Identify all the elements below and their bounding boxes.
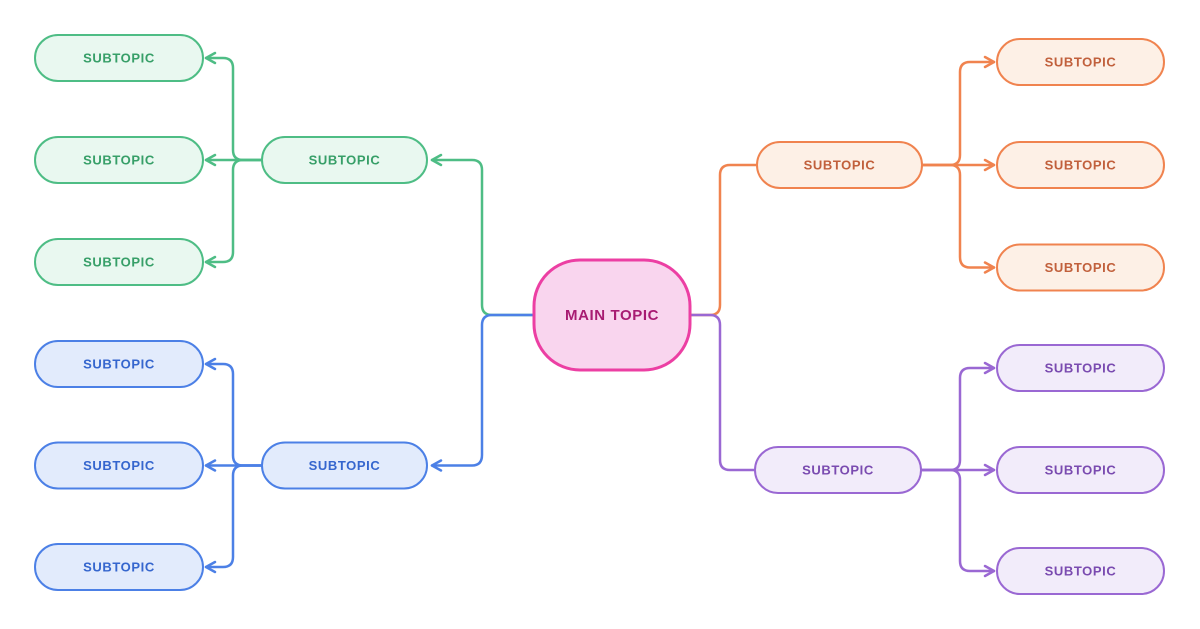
blue-child-node-1[interactable] <box>34 340 204 388</box>
green-branch-node[interactable] <box>261 136 428 184</box>
orange-child-label-1: SUBTOPIC <box>1045 55 1117 70</box>
purple-child-node-3[interactable] <box>996 547 1165 595</box>
edge-green-to-child-3 <box>204 158 264 269</box>
orange-child-node-3[interactable] <box>996 243 1165 292</box>
edge-orange-to-child-1 <box>920 55 996 167</box>
purple-child-label-1: SUBTOPIC <box>1045 361 1117 376</box>
blue-child-label-3: SUBTOPIC <box>83 560 155 575</box>
blue-branch-node[interactable] <box>261 441 428 490</box>
orange-child-node-1[interactable] <box>996 38 1165 86</box>
orange-child-label-2: SUBTOPIC <box>1045 158 1117 173</box>
green-branch-label: SUBTOPIC <box>309 153 381 168</box>
purple-child-node-1[interactable] <box>996 344 1165 392</box>
blue-child-node-3[interactable] <box>34 543 204 591</box>
orange-branch-node[interactable] <box>756 141 923 189</box>
purple-branch-label: SUBTOPIC <box>802 463 874 478</box>
green-child-label-2: SUBTOPIC <box>83 153 155 168</box>
purple-child-node-2[interactable] <box>996 446 1165 494</box>
purple-child-label-3: SUBTOPIC <box>1045 564 1117 579</box>
main-topic-label: MAIN TOPIC <box>565 307 659 324</box>
edge-main-to-blue-branch <box>430 313 536 472</box>
edge-blue-to-child-1 <box>204 357 264 467</box>
green-child-label-3: SUBTOPIC <box>83 255 155 270</box>
orange-branch-label: SUBTOPIC <box>804 158 876 173</box>
blue-child-label-2: SUBTOPIC <box>83 458 155 473</box>
edge-main-to-orange-branch <box>688 163 759 317</box>
orange-child-node-2[interactable] <box>996 141 1165 189</box>
edge-main-to-purple-branch <box>688 313 757 472</box>
purple-child-label-2: SUBTOPIC <box>1045 463 1117 478</box>
green-child-node-3[interactable] <box>34 238 204 286</box>
edge-green-to-child-1 <box>204 51 264 162</box>
blue-child-node-2[interactable] <box>34 441 204 490</box>
edge-blue-to-child-3 <box>204 464 264 574</box>
green-child-node-1[interactable] <box>34 34 204 82</box>
edge-purple-to-child-3 <box>919 468 996 578</box>
main-topic-node[interactable] <box>532 258 692 372</box>
orange-child-label-3: SUBTOPIC <box>1045 260 1117 275</box>
edge-orange-to-child-3 <box>920 163 996 274</box>
blue-branch-label: SUBTOPIC <box>309 458 381 473</box>
green-child-label-1: SUBTOPIC <box>83 51 155 66</box>
green-child-node-2[interactable] <box>34 136 204 184</box>
purple-branch-node[interactable] <box>754 446 922 494</box>
edge-purple-to-child-1 <box>919 361 996 472</box>
blue-child-label-1: SUBTOPIC <box>83 357 155 372</box>
edge-main-to-green-branch <box>430 153 536 317</box>
